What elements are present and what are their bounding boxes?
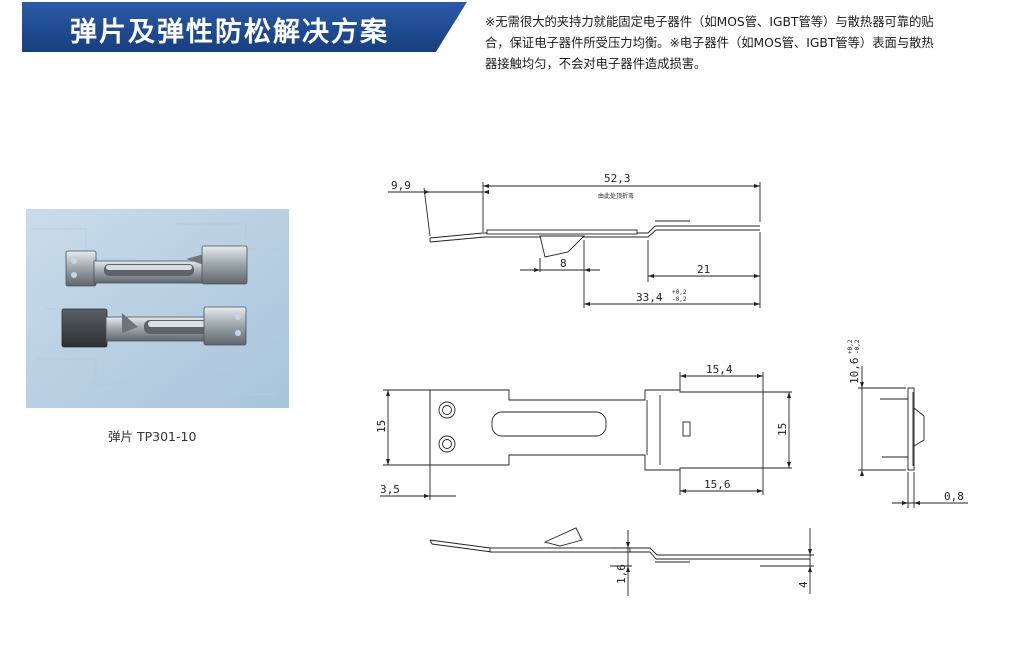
description-line-3: 器接触均匀，不会对电子器件造成损害。 <box>485 57 707 71</box>
dim-10-6: 10,6 <box>848 358 861 385</box>
side-view-plate <box>907 387 915 471</box>
dim-15-left: 15 <box>375 420 388 433</box>
dim-33-4-tol-upper: +0,2 <box>672 289 687 296</box>
dim-33-4: 33,4 <box>636 291 663 304</box>
top-view <box>388 182 761 308</box>
description-line-2: 合，保证电子器件所受压力均衡。※电子器件（如MOS管、IGBT管等）表面与散热 <box>485 36 934 50</box>
dim-1-6: 1,6 <box>615 564 628 584</box>
dim-21: 21 <box>697 263 710 276</box>
dim-3-5: 3,5 <box>380 483 400 496</box>
dim-4: 4 <box>797 581 810 588</box>
clip-photo-upper <box>65 245 248 287</box>
dim-9-9: 9,9 <box>391 179 411 192</box>
plan-view-outline <box>429 389 764 471</box>
photo-caption: 弹片 TP301-10 <box>108 429 197 444</box>
header-banner <box>22 2 467 52</box>
bend-note: 由此处顶折弯 <box>598 192 634 200</box>
product-photo <box>26 209 289 408</box>
clip-photo-lower <box>61 306 247 348</box>
plan-view <box>380 372 792 500</box>
dim-52-3: 52,3 <box>604 172 631 185</box>
dim-0-8: 0,8 <box>944 490 964 503</box>
side-view <box>858 366 968 508</box>
dim-10-6-tol-upper: +0,2 <box>847 339 854 354</box>
dim-8: 8 <box>560 257 567 270</box>
top-view-strip <box>429 225 760 243</box>
dim-15-4: 15,4 <box>706 363 733 376</box>
dim-10-6-tol-lower: -0,2 <box>854 339 861 354</box>
page-title: 弹片及弹性防松解决方案 <box>70 17 389 48</box>
dim-15-6: 15,6 <box>704 478 731 491</box>
bottom-view <box>429 527 814 596</box>
dim-33-4-tol-lower: -0,2 <box>672 296 687 303</box>
description-line-1: ※无需很大的夹持力就能固定电子器件（如MOS管、IGBT管等）与散热器可靠的贴 <box>485 15 934 29</box>
bottom-view-strip <box>429 539 810 560</box>
description-text: ※无需很大的夹持力就能固定电子器件（如MOS管、IGBT管等）与散热器可靠的贴 … <box>485 12 1005 75</box>
dim-15-right: 15 <box>776 423 789 436</box>
